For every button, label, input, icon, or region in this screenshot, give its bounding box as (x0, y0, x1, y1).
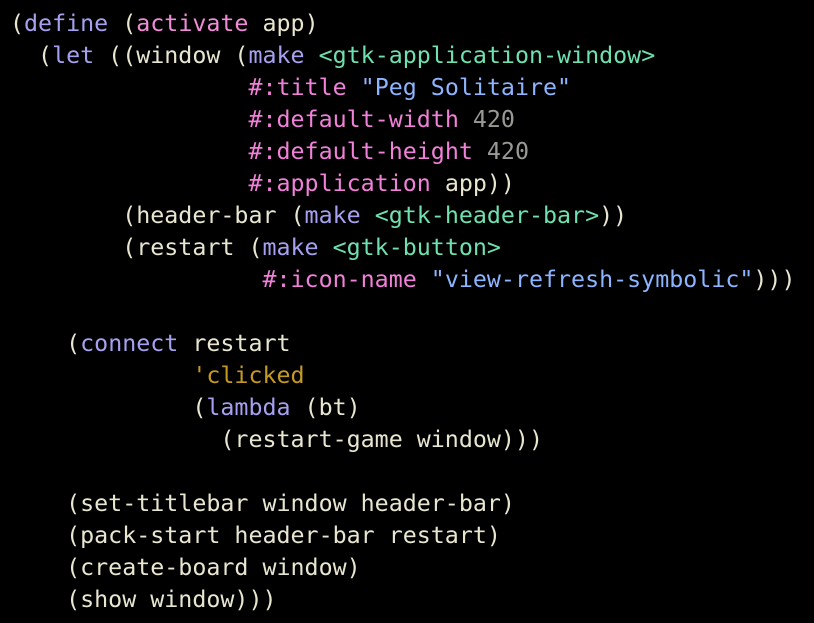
code-line: (set-titlebar window header-bar) (10, 488, 810, 520)
code-token-keyword-arg: #:title (248, 74, 347, 101)
code-token-keyword: make (304, 202, 361, 229)
code-token-plain: (restart ( (10, 234, 263, 261)
code-line: (pack-start header-bar restart) (10, 520, 810, 552)
code-token-number: 420 (486, 138, 529, 165)
code-token-plain: ( (10, 42, 53, 69)
code-token-class: <gtk-application-window> (318, 42, 656, 69)
code-token-plain: (pack-start header-bar restart) (10, 522, 501, 549)
code-token-plain: )) (599, 202, 628, 229)
code-token-plain: ))) (753, 266, 796, 293)
code-editor[interactable]: (define (activate app) (let ((window (ma… (10, 8, 810, 618)
code-line: (connect restart (10, 328, 810, 360)
code-token-plain (10, 106, 248, 133)
code-line (10, 456, 810, 488)
code-token-plain: ( (108, 10, 137, 37)
code-token-keyword: make (248, 42, 305, 69)
code-token-keyword: make (262, 234, 319, 261)
code-token-plain: (create-board window) (10, 554, 361, 581)
code-token-keyword: connect (80, 330, 179, 357)
code-line: #:application app)) (10, 168, 810, 200)
code-line: (lambda (bt) (10, 392, 810, 424)
code-token-plain: ( (10, 330, 81, 357)
code-token-keyword: let (52, 42, 95, 69)
code-token-plain (347, 74, 361, 101)
code-line: #:icon-name "view-refresh-symbolic"))) (10, 264, 810, 296)
code-token-symbol: 'clicked (192, 362, 305, 389)
code-line: #:default-width 420 (10, 104, 810, 136)
code-token-fn-name: activate (136, 10, 249, 37)
code-token-keyword-arg: #:application (248, 170, 431, 197)
code-token-plain: (set-titlebar window header-bar) (10, 490, 515, 517)
code-token-string: "Peg Solitaire" (360, 74, 572, 101)
code-token-keyword-arg: #:default-width (248, 106, 459, 133)
code-token-plain (10, 362, 192, 389)
code-token-keyword: define (24, 10, 109, 37)
code-token-plain (459, 106, 473, 133)
code-line: #:default-height 420 (10, 136, 810, 168)
code-token-class: <gtk-button> (332, 234, 501, 261)
code-token-plain (10, 74, 248, 101)
code-token-plain (10, 266, 262, 293)
code-token-plain: (header-bar ( (10, 202, 305, 229)
code-token-plain (10, 138, 248, 165)
code-token-plain (305, 42, 319, 69)
code-token-plain: ( (10, 10, 25, 37)
code-line: (restart (make <gtk-button> (10, 232, 810, 264)
code-line: 'clicked (10, 360, 810, 392)
code-token-plain: (bt) (290, 394, 361, 421)
code-line: (let ((window (make <gtk-application-win… (10, 40, 810, 72)
code-token-keyword-arg: #:icon-name (262, 266, 417, 293)
code-token-class: <gtk-header-bar> (374, 202, 600, 229)
code-token-keyword-arg: #:default-height (248, 138, 473, 165)
code-token-plain (417, 266, 431, 293)
code-token-plain (473, 138, 487, 165)
code-token-plain (319, 234, 333, 261)
code-token-plain: (restart-game window))) (10, 426, 543, 453)
code-token-plain: app)) (430, 170, 515, 197)
code-token-plain: (show window))) (10, 586, 277, 613)
code-line (10, 296, 810, 328)
code-token-plain: app) (248, 10, 319, 37)
code-line: (define (activate app) (10, 8, 810, 40)
code-token-string: "view-refresh-symbolic" (430, 266, 754, 293)
code-token-plain: restart (178, 330, 291, 357)
code-line: (restart-game window))) (10, 424, 810, 456)
code-line: (header-bar (make <gtk-header-bar>)) (10, 200, 810, 232)
code-token-plain: ( (10, 394, 207, 421)
code-token-plain (10, 170, 248, 197)
code-line: (create-board window) (10, 552, 810, 584)
code-token-plain: ((window ( (94, 42, 249, 69)
code-line: #:title "Peg Solitaire" (10, 72, 810, 104)
code-line: (show window))) (10, 584, 810, 616)
code-token-number: 420 (472, 106, 515, 133)
code-token-keyword: lambda (206, 394, 291, 421)
code-token-plain (361, 202, 375, 229)
